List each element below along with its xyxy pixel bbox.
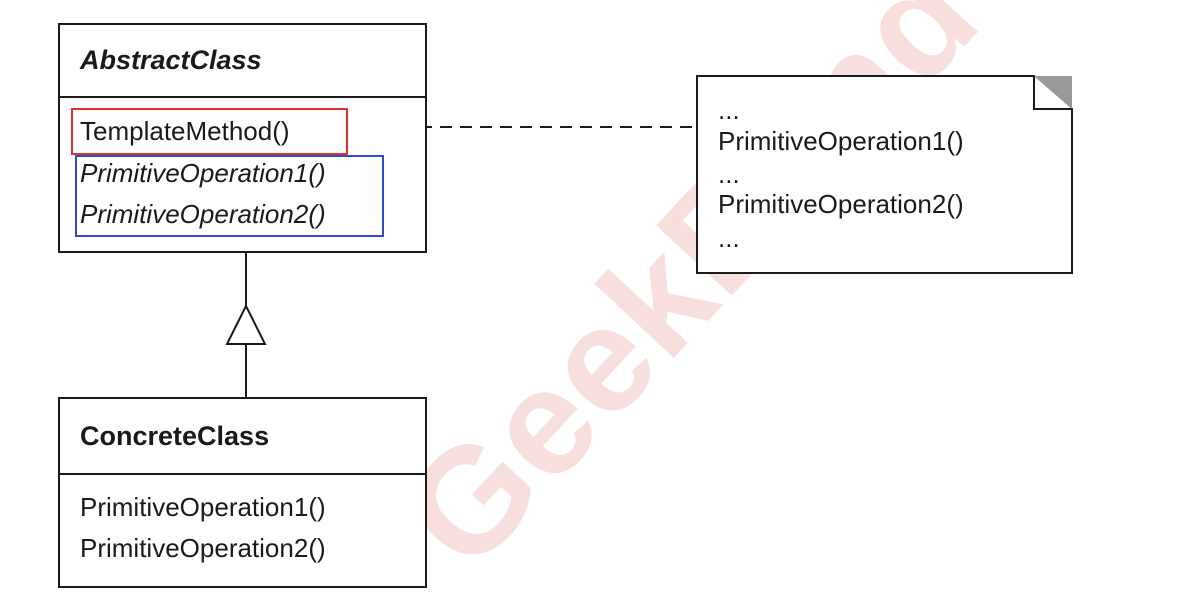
abstract-class-name: AbstractClass [60,25,425,98]
template-method-note[interactable]: ... PrimitiveOperation1() ... PrimitiveO… [696,75,1073,274]
inheritance-arrow-icon [225,303,267,345]
primitive-operation1-op[interactable]: PrimitiveOperation1() [80,158,326,188]
note-line: PrimitiveOperation1() [718,126,964,156]
template-method-op[interactable]: TemplateMethod() [80,116,290,146]
concrete-class-name: ConcreteClass [60,399,425,475]
note-shape [696,75,1073,274]
abstract-class-operations: TemplateMethod() PrimitiveOperation1() P… [60,98,425,251]
note-line: PrimitiveOperation2() [718,189,964,219]
note-line: ... [718,159,740,189]
concrete-class-operations: PrimitiveOperation1() PrimitiveOperation… [60,475,425,586]
primitive-ops-highlight [75,155,384,237]
concrete-primitive-operation2-op[interactable]: PrimitiveOperation2() [80,533,326,563]
note-line: ... [718,223,740,253]
concrete-primitive-operation1-op[interactable]: PrimitiveOperation1() [80,492,326,522]
template-method-highlight [71,108,348,155]
primitive-operation2-op[interactable]: PrimitiveOperation2() [80,199,326,229]
note-line: ... [718,95,740,125]
concrete-class-box[interactable]: ConcreteClass PrimitiveOperation1() Prim… [58,397,427,588]
abstract-class-box[interactable]: AbstractClass TemplateMethod() Primitive… [58,23,427,253]
